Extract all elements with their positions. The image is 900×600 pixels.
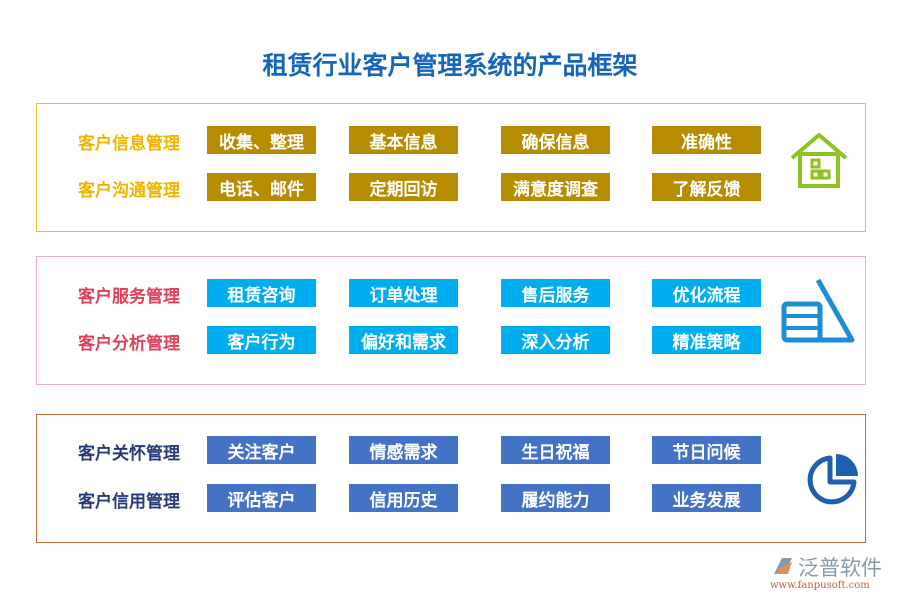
section-1	[36, 103, 866, 232]
feature-box: 满意度调查	[501, 173, 610, 201]
logo-mark-icon	[774, 558, 792, 574]
feature-box: 租赁咨询	[207, 279, 316, 307]
brand-logo: 泛普软件 www.fanpusoft.com	[770, 552, 882, 591]
feature-box: 生日祝福	[501, 436, 610, 464]
feature-box: 订单处理	[349, 279, 458, 307]
category-label: 客户信用管理	[78, 492, 180, 512]
feature-box: 收集、整理	[207, 126, 316, 154]
feature-box: 准确性	[652, 126, 761, 154]
feature-box: 节日问候	[652, 436, 761, 464]
category-label: 客户关怀管理	[78, 444, 180, 464]
feature-box: 情感需求	[349, 436, 458, 464]
house-icon	[788, 130, 850, 194]
feature-box: 确保信息	[501, 126, 610, 154]
feature-box: 精准策略	[652, 326, 761, 354]
feature-box: 售后服务	[501, 279, 610, 307]
logo-name: 泛普软件	[798, 556, 882, 580]
category-label: 客户分析管理	[78, 334, 180, 354]
category-label: 客户信息管理	[78, 134, 180, 154]
logo-url: www.fanpusoft.com	[770, 580, 870, 591]
feature-box: 优化流程	[652, 279, 761, 307]
category-label: 客户服务管理	[78, 287, 180, 307]
feature-box: 信用历史	[349, 484, 458, 512]
feature-box: 偏好和需求	[349, 326, 458, 354]
feature-box: 基本信息	[349, 126, 458, 154]
feature-box: 定期回访	[349, 173, 458, 201]
feature-box: 电话、邮件	[207, 173, 316, 201]
feature-box: 客户行为	[207, 326, 316, 354]
feature-box: 业务发展	[652, 484, 761, 512]
page-title: 租赁行业客户管理系统的产品框架	[262, 51, 638, 80]
pie-chart-icon	[804, 450, 862, 512]
section-3	[36, 414, 866, 543]
pyramid-table-icon	[780, 276, 856, 350]
feature-box: 履约能力	[501, 484, 610, 512]
feature-box: 了解反馈	[652, 173, 761, 201]
feature-box: 深入分析	[501, 326, 610, 354]
feature-box: 关注客户	[207, 436, 316, 464]
section-2	[36, 256, 866, 385]
category-label: 客户沟通管理	[78, 181, 180, 201]
feature-box: 评估客户	[207, 484, 316, 512]
